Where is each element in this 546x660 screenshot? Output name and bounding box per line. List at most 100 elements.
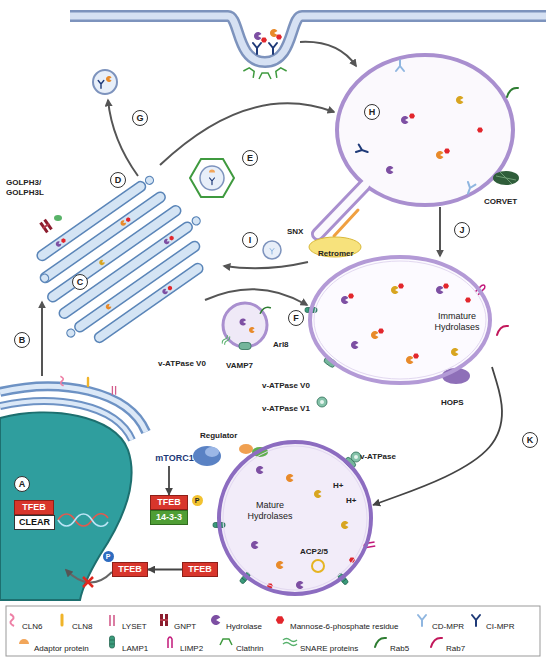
callout-letter: I <box>242 232 258 248</box>
endosome <box>444 148 450 153</box>
label-holder: v-ATPase V0 <box>262 374 310 392</box>
kinase-complex-label: mTORC1 <box>150 451 199 466</box>
legend-entry: CI-MPR <box>486 615 514 633</box>
secretory-vesicle <box>106 76 112 82</box>
transport-vesicle <box>260 306 270 315</box>
callout-letter: A <box>14 476 30 492</box>
part-label: v-ATPase V0 <box>262 381 310 391</box>
immature-lysosome-interior <box>497 326 508 335</box>
endosome <box>456 96 463 104</box>
transport-vesicle <box>263 241 281 259</box>
endosome <box>477 127 483 132</box>
golgi-apparatus <box>125 217 131 223</box>
legend-text: Mannose-6-phosphate residue <box>290 622 399 632</box>
legend-panel <box>418 615 426 626</box>
transport-vesicle <box>223 303 267 347</box>
label-holder: H+ <box>346 489 356 507</box>
box-text: 14-3-3 <box>156 512 182 523</box>
golgi-apparatus <box>163 238 170 245</box>
golgi-apparatus <box>191 215 202 226</box>
flow-arrow <box>148 569 182 571</box>
transcription-factor-box: TFEB <box>14 500 54 515</box>
label-holder: J <box>454 222 470 238</box>
legend-text: Rab7 <box>446 644 465 654</box>
dna-motif-box: CLEAR <box>14 515 55 530</box>
part-label: GOLPH3/ GOLPH3L <box>6 178 50 198</box>
golgi-adaptor <box>39 219 52 233</box>
mature-lysosome-interior <box>276 561 283 569</box>
golgi-apparatus <box>73 239 202 333</box>
plasma-membrane <box>276 34 282 39</box>
endosome <box>464 182 475 195</box>
phosphate-mark: P <box>103 551 114 562</box>
legend-entry: Hydrolase <box>226 615 262 633</box>
legend-text: LYSET <box>122 622 147 632</box>
part-label: Arl8 <box>273 340 289 350</box>
label-holder: HOPS <box>441 391 464 409</box>
golgi-apparatus <box>161 288 168 295</box>
flow-arrow <box>373 367 502 505</box>
golgi-apparatus <box>167 285 173 291</box>
legend-entry: Adaptor protein <box>34 637 89 655</box>
transport-vesicle <box>221 241 281 350</box>
golgi-apparatus <box>144 175 155 186</box>
golgi-apparatus <box>38 190 167 284</box>
endoplasmic-reticulum <box>60 376 63 386</box>
transport-vesicle <box>239 343 251 350</box>
label-holder: P <box>192 495 203 506</box>
trafficking-arrow <box>224 262 308 268</box>
legend-text: Rab5 <box>390 644 409 654</box>
legend-entry: Clathrin <box>236 637 264 655</box>
clathrin-coated-vesicle <box>200 166 224 190</box>
part-label: SNX <box>287 227 303 237</box>
label-holder: C <box>72 274 88 290</box>
legend-entry: CD-MPR <box>432 615 464 633</box>
endosome <box>334 210 358 236</box>
label-holder: SNX <box>287 220 303 238</box>
golgi-apparatus <box>39 273 50 284</box>
legend-entry: LYSET <box>122 615 147 633</box>
label-holder: VAMP7 <box>226 354 253 372</box>
callout-letter: C <box>72 274 88 290</box>
callout-letter: G <box>132 110 148 126</box>
text-holder: Mature Hydrolases <box>239 500 301 522</box>
transcription-factor-box: TFEB <box>112 562 148 577</box>
mature-lysosome-interior <box>296 581 303 589</box>
part-label: HOPS <box>441 398 464 408</box>
label-holder: P <box>103 551 114 562</box>
legend-entry: SNARE proteins <box>300 637 358 655</box>
legend-text: CI-MPR <box>486 622 514 632</box>
golgi-apparatus <box>168 235 174 241</box>
legend-panel <box>375 638 386 647</box>
callout-letter: D <box>110 172 126 188</box>
label-holder: v-ATPase <box>360 445 396 463</box>
mature-lysosome-interior <box>239 444 253 454</box>
legend-entry: Rab5 <box>390 637 409 655</box>
callout-letter: E <box>242 150 258 166</box>
immature-lysosome-interior <box>317 397 327 407</box>
legend-entry: Rab7 <box>446 637 465 655</box>
part-label: v-ATPase V0 <box>158 359 206 369</box>
immature-lysosome-interior <box>348 293 354 298</box>
secretory-vesicle <box>98 81 104 89</box>
legend-text: CLN8 <box>72 622 92 632</box>
nucleus <box>58 514 108 526</box>
transcription-factor-box: TFEB <box>182 562 218 577</box>
legend-entry: LAMP1 <box>122 637 148 655</box>
clathrin-coated-vesicle <box>190 159 234 197</box>
mature-lysosome-interior <box>314 490 321 498</box>
legend-text: LIMP2 <box>180 644 203 654</box>
golgi-apparatus <box>119 219 126 226</box>
legend-panel <box>62 615 63 625</box>
endoplasmic-reticulum <box>88 378 89 386</box>
immature-lysosome-interior <box>443 283 449 288</box>
clathrin-coated-vesicle <box>209 170 215 173</box>
legend-text: GNPT <box>174 622 196 632</box>
golgi-apparatus <box>55 240 62 247</box>
mature-lysosome-interior <box>193 446 221 466</box>
endosome <box>496 172 516 184</box>
legend-text: CLN6 <box>22 622 42 632</box>
transport-vesicle <box>239 319 246 326</box>
endosome <box>401 116 408 124</box>
mature-lysosome-interior <box>351 452 361 462</box>
